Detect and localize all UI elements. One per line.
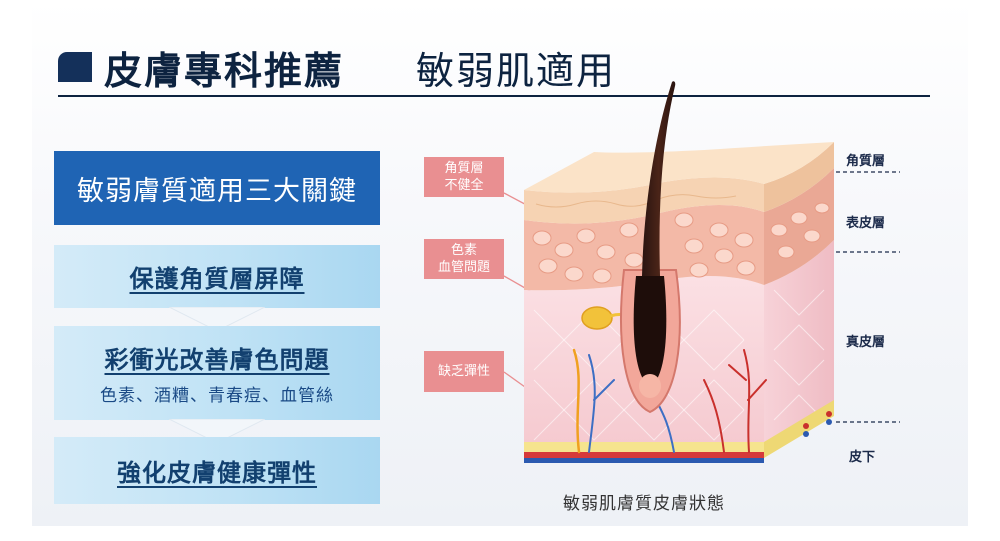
skin-cross-section-illustration: [503, 81, 900, 463]
title-marker: [58, 52, 92, 82]
callout-line: 血管問題: [437, 260, 490, 275]
keys-heading-box: 敏弱膚質適用三大關鍵: [54, 151, 380, 225]
chevron-down-icon: [169, 307, 265, 331]
callout-line: 不健全: [444, 178, 484, 193]
step-protect-barrier: 保護角質層屏障: [54, 245, 380, 308]
callout-elasticity-issue: 缺乏彈性: [424, 351, 504, 392]
page-subtitle: 敏弱肌適用: [416, 49, 617, 93]
keys-heading-label: 敏弱膚質適用三大關鍵: [77, 175, 357, 207]
epidermis-cells: [532, 202, 830, 284]
step-sublabel: 色素、酒糟、青春痘、血管絲: [100, 386, 334, 406]
layer-label-stratum-corneum: 角質層: [846, 154, 886, 169]
step-strengthen-elasticity: 強化皮膚健康彈性: [54, 437, 380, 504]
step-color-treatment: 彩衝光改善膚色問題 色素、酒糟、青春痘、血管絲: [54, 326, 380, 420]
callout-pigment-vessel-issue: 色素 血管問題: [424, 239, 504, 279]
diagram-caption: 敏弱肌膚質皮膚狀態: [563, 494, 725, 514]
step-label: 強化皮膚健康彈性: [117, 459, 317, 487]
layer-label-epidermis: 表皮層: [846, 216, 886, 231]
callout-line: 缺乏彈性: [437, 364, 490, 379]
chevron-down-icon: [169, 419, 265, 443]
step-label: 保護角質層屏障: [129, 265, 305, 293]
callout-line: 角質層: [444, 161, 484, 176]
step-label: 彩衝光改善膚色問題: [104, 346, 330, 374]
callout-stratum-corneum-issue: 角質層 不健全: [424, 157, 504, 197]
page-title: 皮膚專科推薦: [104, 49, 345, 93]
layer-label-dermis: 真皮層: [846, 335, 886, 350]
title-divider: [58, 95, 930, 97]
layer-label-subcutaneous: 皮下: [849, 450, 876, 465]
callout-line: 色素: [450, 243, 477, 258]
